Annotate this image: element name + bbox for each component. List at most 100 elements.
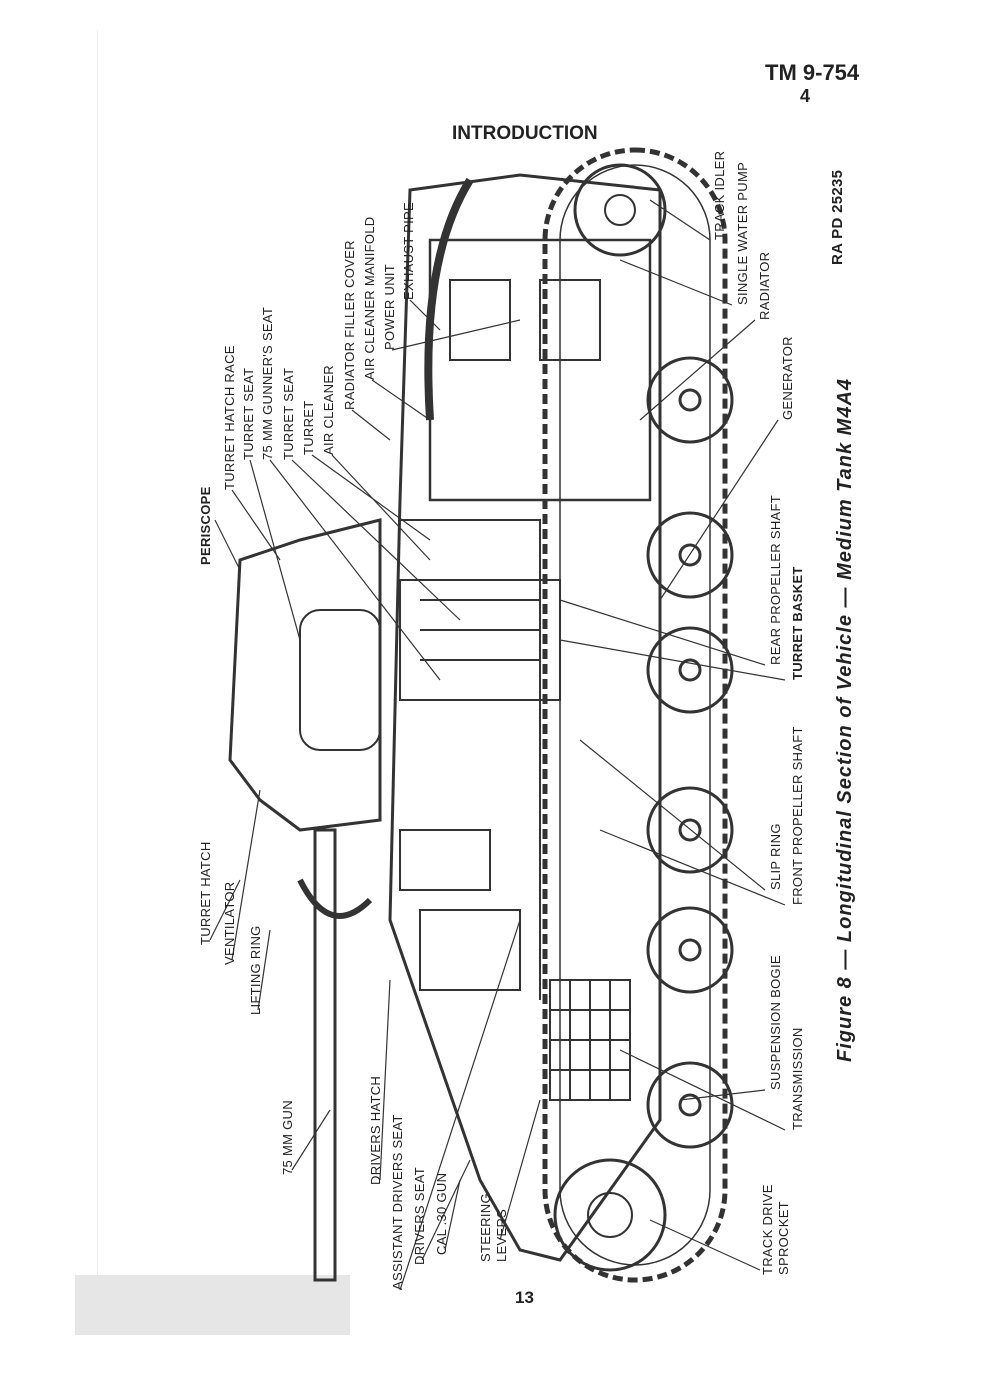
label-single-water-pump: SINGLE WATER PUMP [735,161,750,305]
label-turret: TURRET [301,400,316,455]
section-number: 4 [800,86,811,106]
road-wheel [646,356,734,444]
road-wheel [646,511,734,599]
leader-line [579,739,766,891]
label-drivers-hatch: DRIVERS HATCH [368,1075,383,1185]
leader-line [351,409,391,441]
exhaust-pipe [424,177,474,421]
label-suspension-bogie: SUSPENSION BOGIE [768,955,783,1090]
label-periscope: PERISCOPE [198,486,213,565]
label-turret-hatch: TURRET HATCH [198,841,213,945]
leader-line [409,299,441,331]
slip-ring-housing [399,829,491,891]
leader-lines [209,199,786,1291]
label-power-unit: POWER UNIT [382,263,397,350]
engine-block [539,279,601,361]
leader-line [421,1159,471,1261]
road-wheel-hub [678,543,702,567]
leader-line [499,1099,541,1241]
road-wheel-hub [678,1093,702,1117]
leader-line [209,879,241,941]
label-sprocket: SPROCKET [776,1201,791,1275]
label-radiator: RADIATOR [757,251,772,320]
road-wheel-hub [678,658,702,682]
label-transmission: TRANSMISSION [790,1027,805,1130]
label-steering: STEERING [478,1193,493,1262]
leader-line [214,519,241,571]
label-front-propeller-shaft: FRONT PROPELLER SHAFT [790,726,805,905]
track-outline [542,147,728,1283]
label-generator: GENERATOR [780,336,795,420]
track-idler-hub [604,194,636,226]
leader-line [619,259,733,306]
gun-mantlet [297,878,373,919]
leader-line [679,1089,766,1101]
figure-reference: RA PD 25235 [829,169,846,265]
drive-sprocket [553,1158,667,1272]
leader-line [559,599,766,666]
leader-line [649,1219,761,1271]
label-air-cleaner: AIR CLEANER [321,365,336,455]
leader-line [257,929,271,1011]
hull-bulkhead [400,519,541,1000]
label-turret-seat-2: TURRET SEAT [281,367,296,460]
leader-line [639,319,756,421]
label-75mm-gun: 75 MM GUN [280,1100,295,1175]
label-radiator-filler-cover: RADIATOR FILLER COVER [342,240,357,410]
transmission-grid [550,980,630,1100]
leader-line [649,199,711,241]
label-lifting-ring: LIFTING RING [248,925,263,1015]
leader-line [231,789,261,961]
leader-line [371,379,431,421]
hull-outline [388,173,662,1262]
turret-outline [228,518,382,832]
leader-line [659,419,779,601]
leader-line [379,979,391,1181]
label-turret-seat: TURRET SEAT [241,367,256,460]
label-exhaust-pipe: EXHAUST PIPE [401,201,416,300]
label-air-cleaner-manifold: AIR CLEANER MANIFOLD [362,216,377,380]
label-track-drive: TRACK DRIVE [760,1184,775,1275]
label-track-idler: TRACK IDLER [712,150,727,240]
leader-line [559,639,786,681]
turret-basket [399,579,561,701]
label-ventilator: VENTILATOR [222,881,237,965]
label-gunners-seat: 75 MM GUNNER'S SEAT [260,306,275,460]
road-wheel-hub [678,818,702,842]
label-drivers-seat: DRIVERS SEAT [412,1167,427,1265]
leader-line [291,1109,331,1171]
page-number: 13 [515,1288,534,1307]
label-turret-hatch-race: TURRET HATCH RACE [222,345,237,490]
figure-caption: Figure 8 — Longitudinal Section of Vehic… [834,377,856,1062]
manual-number: TM 9-754 [765,60,860,85]
label-slip-ring: SLIP RING [768,823,783,890]
page-margin-line [97,30,98,1320]
gun-barrel [313,828,337,1282]
leader-line [269,459,441,681]
road-wheel [646,1061,734,1149]
drivers-compartment-box [419,909,521,991]
gun-mount [299,609,381,751]
leader-line [399,919,521,1291]
road-wheel [646,786,734,874]
leader-line [391,319,521,351]
track-idler [573,163,667,257]
road-wheel [646,906,734,994]
drive-sprocket-hub [587,1192,633,1238]
leader-line [331,454,431,561]
label-turret-basket: TURRET BASKET [790,566,805,680]
label-levers: LEVERS [494,1208,509,1262]
label-assistant-drivers-seat: ASSISTANT DRIVERS SEAT [390,1114,405,1290]
leader-line [231,489,281,561]
engine-block [449,279,511,361]
label-rear-propeller-shaft: REAR PROPELLER SHAFT [768,495,783,665]
scan-artifact [75,1275,350,1335]
leader-line [619,1049,786,1131]
leader-line [249,459,301,641]
road-wheel-hub [678,938,702,962]
road-wheel-hub [678,388,702,412]
label-cal-30-gun: CAL .30 GUN [434,1172,449,1255]
section-title: INTRODUCTION [452,123,598,144]
leader-line [291,459,461,621]
